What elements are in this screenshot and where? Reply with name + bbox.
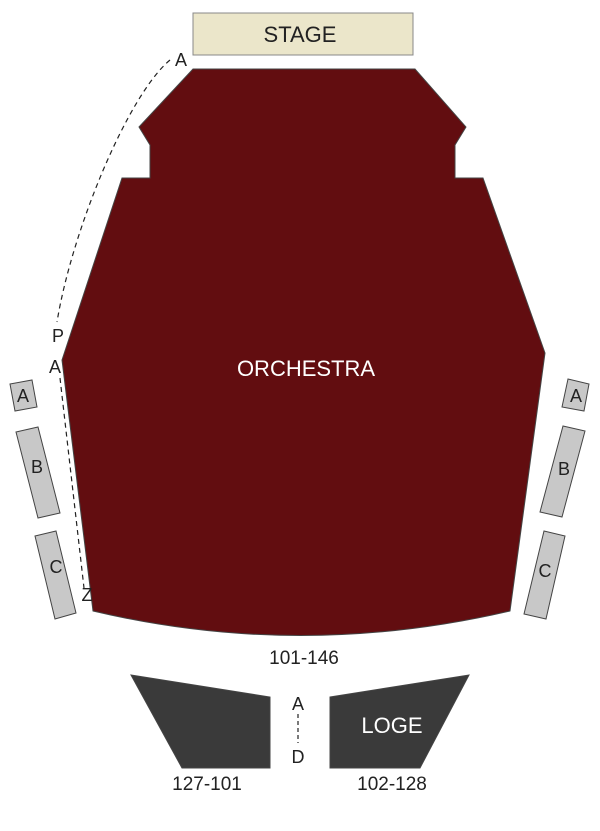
box-left-a[interactable]: A — [9, 379, 38, 412]
box-shape[interactable] — [523, 530, 566, 620]
box-left-b-label: B — [31, 457, 43, 477]
box-right-a[interactable]: A — [561, 378, 590, 412]
orchestra-label: ORCHESTRA — [237, 356, 375, 381]
loge-left-seat-range: 127-101 — [172, 774, 242, 795]
box-left-a-label: A — [17, 386, 29, 406]
box-right-c-label: C — [539, 561, 552, 581]
box-shape[interactable] — [9, 379, 38, 412]
orchestra-section[interactable]: ORCHESTRA — [61, 68, 546, 636]
orchestra-seat-range: 101-146 — [269, 648, 339, 669]
box-right-b[interactable]: B — [539, 425, 586, 518]
orchestra-row-p: P — [52, 326, 64, 346]
box-shape[interactable] — [15, 426, 61, 519]
stage-shape — [192, 12, 414, 56]
orchestra-row-z: Z — [82, 585, 93, 605]
box-right-c[interactable]: C — [523, 530, 566, 620]
loge-label: LOGE — [361, 713, 422, 738]
loge-row-a: A — [292, 694, 304, 714]
box-shape[interactable] — [539, 425, 586, 518]
box-right-b-label: B — [558, 459, 570, 479]
loge-left-shape[interactable] — [130, 674, 271, 769]
loge-row-d: D — [292, 747, 305, 767]
box-shape[interactable] — [561, 378, 590, 412]
loge-right-section[interactable]: LOGE — [329, 674, 470, 769]
orchestra-row-a-side: A — [49, 357, 61, 377]
box-left-c-label: C — [50, 557, 63, 577]
loge-right-seat-range: 102-128 — [357, 774, 427, 795]
stage: STAGE — [192, 12, 414, 56]
orchestra-shape[interactable] — [61, 68, 546, 636]
box-left-b[interactable]: B — [15, 426, 61, 519]
orchestra-row-guide-upper — [56, 59, 171, 323]
loge-left-section[interactable] — [130, 674, 271, 769]
box-left-c[interactable]: C — [34, 530, 77, 620]
loge-right-shape[interactable] — [329, 674, 470, 769]
stage-label: STAGE — [264, 22, 337, 47]
orchestra-row-a-top: A — [175, 50, 187, 70]
box-right-a-label: A — [570, 386, 582, 406]
box-shape[interactable] — [34, 530, 77, 620]
